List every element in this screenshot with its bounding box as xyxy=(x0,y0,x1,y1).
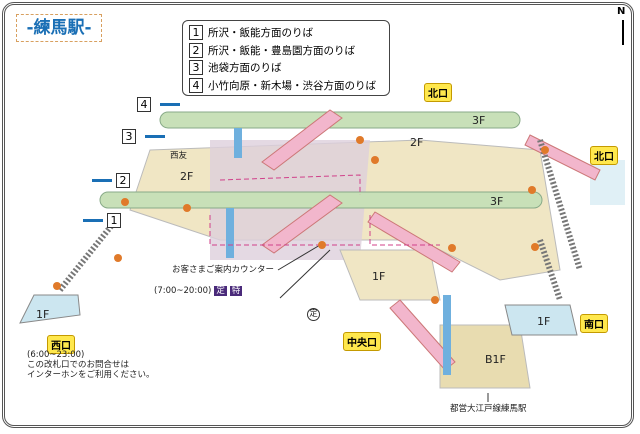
platform-number: 2 xyxy=(116,173,130,188)
platform-number: 2 xyxy=(189,42,203,58)
limited-express-icon: 特 xyxy=(229,286,243,296)
ground-north xyxy=(590,160,625,205)
west-hours-text: (6:00~23:00) xyxy=(27,350,85,360)
platform-number: 3 xyxy=(122,129,136,144)
platform-legend: 1 所沢・飯能方面のりば 2 所沢・飯能・豊島園方面のりば 3 池袋方面のりば 4 小竹… xyxy=(182,20,390,96)
escalator xyxy=(261,194,343,254)
seiyu-label: 西友 xyxy=(170,151,188,161)
west-note: この改札口でのお問合せは xyxy=(27,360,130,370)
floor-label-3f: 3F xyxy=(490,195,504,208)
platform-3-arrow: 3 xyxy=(122,129,165,144)
arrow-left-icon xyxy=(92,179,112,182)
legend-label: 所沢・飯能方面のりば xyxy=(208,27,313,40)
arrow-right-icon xyxy=(145,135,165,138)
info-counter-label: お客さまご案内カウンター xyxy=(172,265,275,275)
legend-item: 4 小竹向原・新木場・渋谷方面のりば xyxy=(189,77,383,95)
platform-2-arrow: 2 xyxy=(92,173,135,188)
elevator-shaft xyxy=(234,128,242,158)
ground-west xyxy=(19,294,81,324)
legend-item: 3 池袋方面のりば xyxy=(189,59,383,77)
legend-label: 小竹向原・新木場・渋谷方面のりば xyxy=(208,79,376,92)
ground-south xyxy=(504,304,578,336)
elevator-shaft xyxy=(443,295,451,375)
platform-number: 1 xyxy=(107,213,121,228)
floor-label-1f: 1F xyxy=(537,315,551,328)
platform-number: 4 xyxy=(137,97,151,112)
hours-text: (7:00~20:00) xyxy=(154,286,212,296)
concourse-1f xyxy=(339,249,441,301)
pass-machine-icon: 定 xyxy=(307,308,320,321)
commuter-pass-icon: 定 xyxy=(214,286,227,296)
floor-label-1f: 1F xyxy=(372,270,386,283)
platform-number: 1 xyxy=(189,25,203,41)
legend-label: 所沢・飯能・豊島園方面のりば xyxy=(208,44,355,57)
floor-label-1f: 1F xyxy=(36,308,50,321)
exit-north: 北口 xyxy=(424,83,452,102)
b1f-area xyxy=(439,324,531,389)
platform-4-arrow: 4 xyxy=(137,97,180,112)
exit-west: 西口 xyxy=(47,335,75,354)
platform-1-arrow: 1 xyxy=(83,213,126,228)
legend-item: 1 所沢・飯能方面のりば xyxy=(189,24,383,42)
arrow-left-icon xyxy=(83,219,103,222)
west-hours: (6:00~23:00) この改札口でのお問合せは インターホンをご利用ください… xyxy=(27,350,155,380)
escalator xyxy=(261,109,343,171)
oedo-line-label: 都営大江戸線練馬駅 xyxy=(450,404,527,414)
legend-item: 2 所沢・飯能・豊島園方面のりば xyxy=(189,42,383,60)
floor-label-3f: 3F xyxy=(472,114,486,127)
transfer-route xyxy=(209,174,440,246)
exit-north: 北口 xyxy=(590,146,618,165)
arrow-right-icon xyxy=(160,103,180,106)
compass-label: N xyxy=(617,6,626,17)
stair-markers xyxy=(53,136,549,304)
floor-label-b1f: B1F xyxy=(485,353,506,366)
floor-label-2f: 2F xyxy=(410,136,424,149)
station-title: -練馬駅- xyxy=(16,14,102,42)
west-note: インターホンをご利用ください。 xyxy=(27,370,155,380)
platform-number: 3 xyxy=(189,60,203,76)
exit-south: 南口 xyxy=(580,314,608,333)
floor-label-2f: 2F xyxy=(180,170,194,183)
platform-number: 4 xyxy=(189,77,203,93)
counter-hours: (7:00~20:00) 定 特 xyxy=(154,286,243,296)
stairs-north xyxy=(537,139,583,271)
counter-pointer xyxy=(279,249,331,299)
exit-central: 中央口 xyxy=(343,332,381,351)
counter-pointer xyxy=(277,244,321,271)
map-frame xyxy=(2,2,634,428)
elevator-shaft xyxy=(226,208,234,258)
legend-label: 池袋方面のりば xyxy=(208,62,282,75)
stairs-south xyxy=(537,239,563,301)
